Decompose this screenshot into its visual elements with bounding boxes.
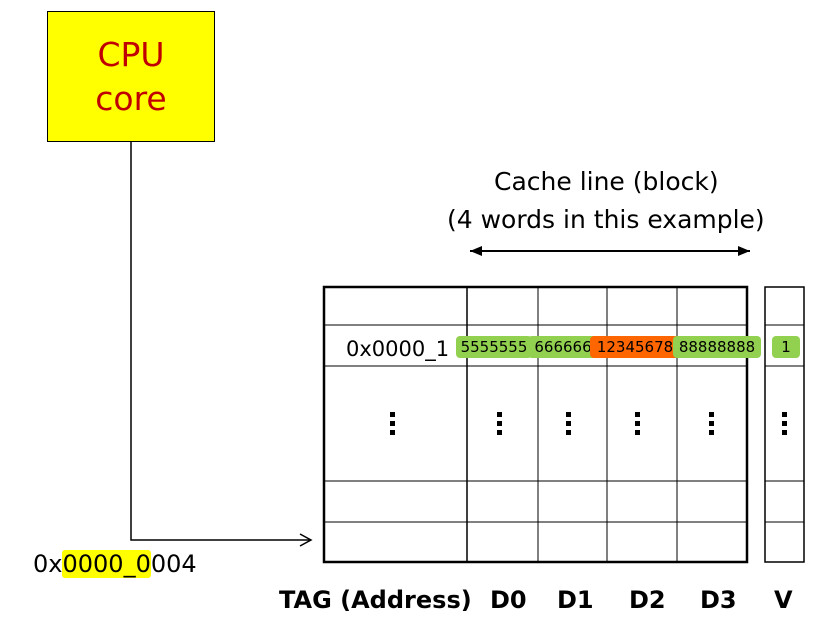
- header-d1: D1: [557, 586, 594, 614]
- ellipsis-d1: [566, 412, 572, 439]
- header-v: V: [774, 586, 793, 614]
- address-highlighted-part: 0000_0: [62, 550, 151, 578]
- cache-line-caption-line1: Cache line (block): [494, 167, 719, 196]
- ellipsis-tag: [390, 412, 396, 439]
- word-d1: 666666: [528, 336, 598, 358]
- valid-bit-value: 1: [772, 336, 800, 358]
- header-d3: D3: [700, 586, 737, 614]
- ellipsis-v: [782, 412, 788, 439]
- word-d2-accessed: 12345678: [590, 336, 680, 358]
- word-d0: 5555555: [456, 336, 532, 358]
- cpu-label-line1: CPU: [97, 34, 165, 74]
- cpu-label-line2: core: [95, 78, 167, 118]
- cache-line-caption-line2: (4 words in this example): [447, 205, 765, 234]
- address-prefix: 0x: [33, 550, 63, 578]
- header-d0: D0: [490, 586, 527, 614]
- address-suffix: 004: [150, 550, 197, 578]
- header-d2: D2: [629, 586, 666, 614]
- ellipsis-d0: [497, 412, 503, 439]
- requested-address: 0x0000_0004: [33, 550, 197, 578]
- cache-line-span-arrow: [470, 246, 750, 256]
- word-d3: 88888888: [673, 336, 761, 358]
- header-tag: TAG (Address): [279, 586, 472, 614]
- ellipsis-d3: [709, 412, 715, 439]
- ellipsis-d2: [635, 412, 641, 439]
- valid-bit-table: [764, 286, 805, 563]
- row-tag-value: 0x0000_1: [346, 337, 450, 361]
- cache-table: [322, 285, 749, 564]
- cpu-core-box: CPU core: [47, 11, 215, 142]
